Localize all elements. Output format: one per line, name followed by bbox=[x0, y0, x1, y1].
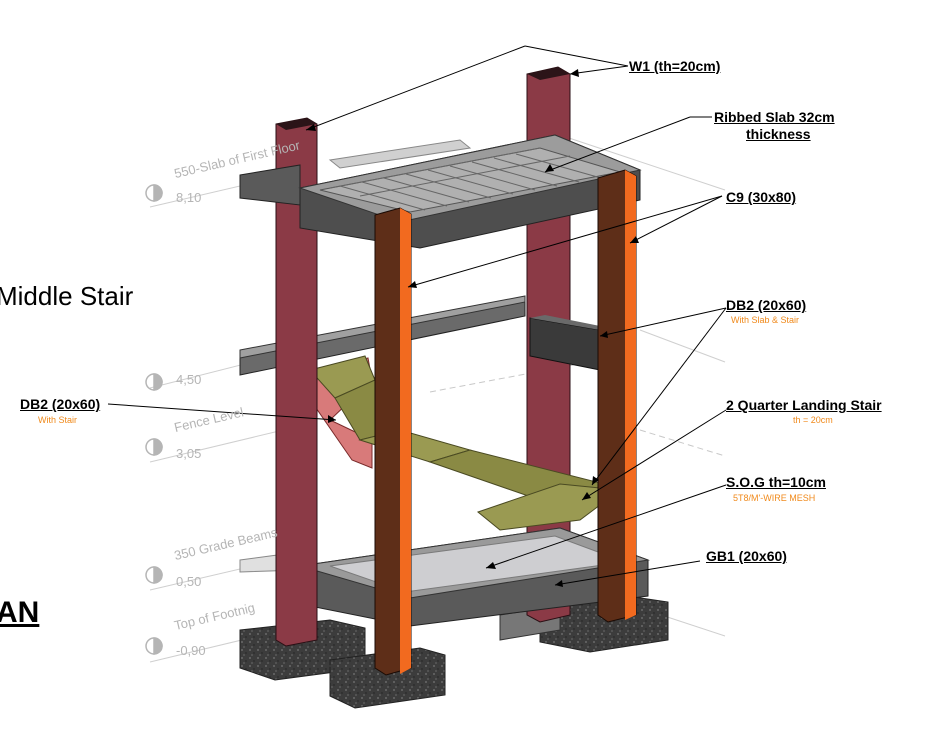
column-c9-left bbox=[374, 207, 412, 676]
footings bbox=[239, 594, 669, 709]
callout-sog: S.O.G th=10cm bbox=[726, 474, 826, 490]
callout-db2-right: DB2 (20x60) bbox=[726, 297, 807, 313]
level-value-intermediate: 4,50 bbox=[176, 372, 202, 387]
level-value-footing: -0,90 bbox=[176, 643, 206, 658]
callout-ribbed-slab-line1: Ribbed Slab 32cm bbox=[714, 109, 835, 125]
callout-sog-note: 5T8/M'-WIRE MESH bbox=[733, 493, 816, 503]
level-value-fence: 3,05 bbox=[176, 446, 202, 461]
dashed-lines bbox=[429, 359, 726, 457]
leader-arrowheads bbox=[306, 69, 639, 587]
leader-lines bbox=[107, 45, 727, 586]
callout-ribbed-slab-line2: thickness bbox=[746, 126, 811, 142]
stair bbox=[304, 355, 622, 531]
callout-stair: 2 Quarter Landing Stair bbox=[726, 397, 882, 413]
callout-w1: W1 (th=20cm) bbox=[629, 58, 721, 74]
level-marker-icon bbox=[145, 637, 163, 655]
callout-db2-left-note: With Stair bbox=[38, 415, 78, 425]
callout-c9: C9 (30x80) bbox=[726, 189, 797, 205]
level-markers bbox=[145, 184, 163, 655]
level-value-first-floor: 8,10 bbox=[176, 190, 202, 205]
level-value-grade-beams: 0,50 bbox=[176, 574, 202, 589]
level-marker-icon bbox=[145, 566, 163, 584]
side-title: Middle Stair bbox=[0, 281, 134, 311]
level-marker-icon bbox=[145, 438, 163, 456]
reference-lines bbox=[149, 134, 726, 663]
level-marker-icon bbox=[145, 373, 163, 391]
level-marker-icon bbox=[145, 184, 163, 202]
wall-w1-left bbox=[275, 117, 318, 647]
callout-stair-note: th = 20cm bbox=[793, 415, 833, 425]
callout-db2-right-note: With Slab & Stair bbox=[731, 315, 800, 325]
plan-title-fragment: AN bbox=[0, 596, 40, 629]
callout-gb1: GB1 (20x60) bbox=[706, 548, 787, 564]
callout-db2-left: DB2 (20x60) bbox=[20, 396, 101, 412]
column-c9-right bbox=[597, 169, 637, 623]
